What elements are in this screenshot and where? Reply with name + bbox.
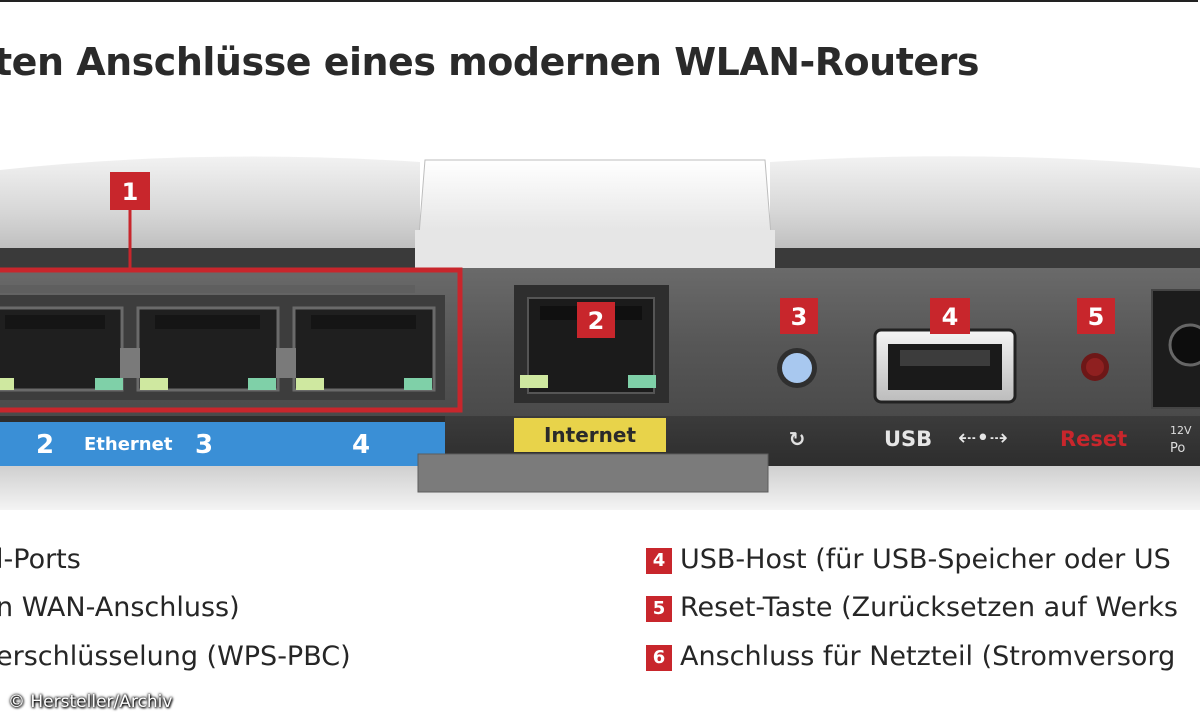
internet-label-box — [514, 418, 666, 452]
internet-port — [514, 285, 669, 403]
legend-left-3: erschlüsselung (WPS-PBC) — [0, 641, 351, 672]
svg-text:2: 2 — [588, 307, 605, 335]
marker-3: 3 — [780, 298, 818, 334]
router-photo: 2 Ethernet 3 4 Internet ↻ USB ⇠•⇢ Reset … — [0, 156, 1200, 510]
legend-right-6: 6 Anschluss für Netzteil (Stromversorg — [646, 641, 1175, 672]
wps-icon: ↻ — [789, 427, 806, 451]
legend-text-5: Reset-Taste (Zurücksetzen auf Werks — [680, 592, 1178, 623]
svg-text:1: 1 — [122, 178, 139, 206]
marker-5: 5 — [1077, 298, 1115, 334]
power-label-top: 12V — [1170, 424, 1192, 437]
highlight-frame-1 — [0, 267, 463, 413]
ethernet-port-3-label: 3 — [195, 430, 213, 460]
legend-right-5: 5 Reset-Taste (Zurücksetzen auf Werks — [646, 592, 1178, 623]
reset-label: Reset — [1060, 427, 1127, 451]
power-label-bottom: Po — [1170, 441, 1185, 456]
usb-icon: ⇠•⇢ — [958, 426, 1008, 451]
svg-text:4: 4 — [942, 303, 959, 331]
usb-port — [873, 328, 1017, 404]
svg-text:5: 5 — [1088, 303, 1105, 331]
router-top-right — [770, 156, 1200, 260]
legend-text-6: Anschluss für Netzteil (Stromversorg — [680, 641, 1176, 672]
page-title: ten Anschlüsse eines modernen WLAN-Route… — [0, 40, 980, 84]
ethernet-port-2-label: 2 — [36, 430, 54, 460]
internet-label: Internet — [544, 423, 636, 447]
marker-1: 1 — [110, 172, 150, 210]
legend-left-2: n WAN-Anschluss) — [0, 592, 240, 623]
svg-text:3: 3 — [791, 303, 808, 331]
usb-label: USB — [884, 427, 932, 451]
ethernet-label: Ethernet — [84, 434, 173, 455]
router-top-left — [0, 156, 420, 260]
marker-2: 2 — [577, 302, 615, 338]
ethernet-port-4-label: 4 — [352, 430, 370, 460]
image-credit: © Hersteller/Archiv — [8, 692, 173, 712]
lan-ports — [0, 295, 445, 400]
marker-4: 4 — [930, 298, 970, 334]
legend-text-4: USB-Host (für USB-Speicher oder US — [680, 544, 1171, 575]
legend-right-4: 4 USB-Host (für USB-Speicher oder US — [646, 544, 1171, 575]
power-port — [1151, 289, 1200, 409]
legend-num-4: 4 — [646, 548, 672, 574]
legend-num-6: 6 — [646, 645, 672, 671]
ethernet-label-strip — [0, 420, 445, 466]
legend-left-1: l-Ports — [0, 544, 81, 575]
legend-num-5: 5 — [646, 596, 672, 622]
